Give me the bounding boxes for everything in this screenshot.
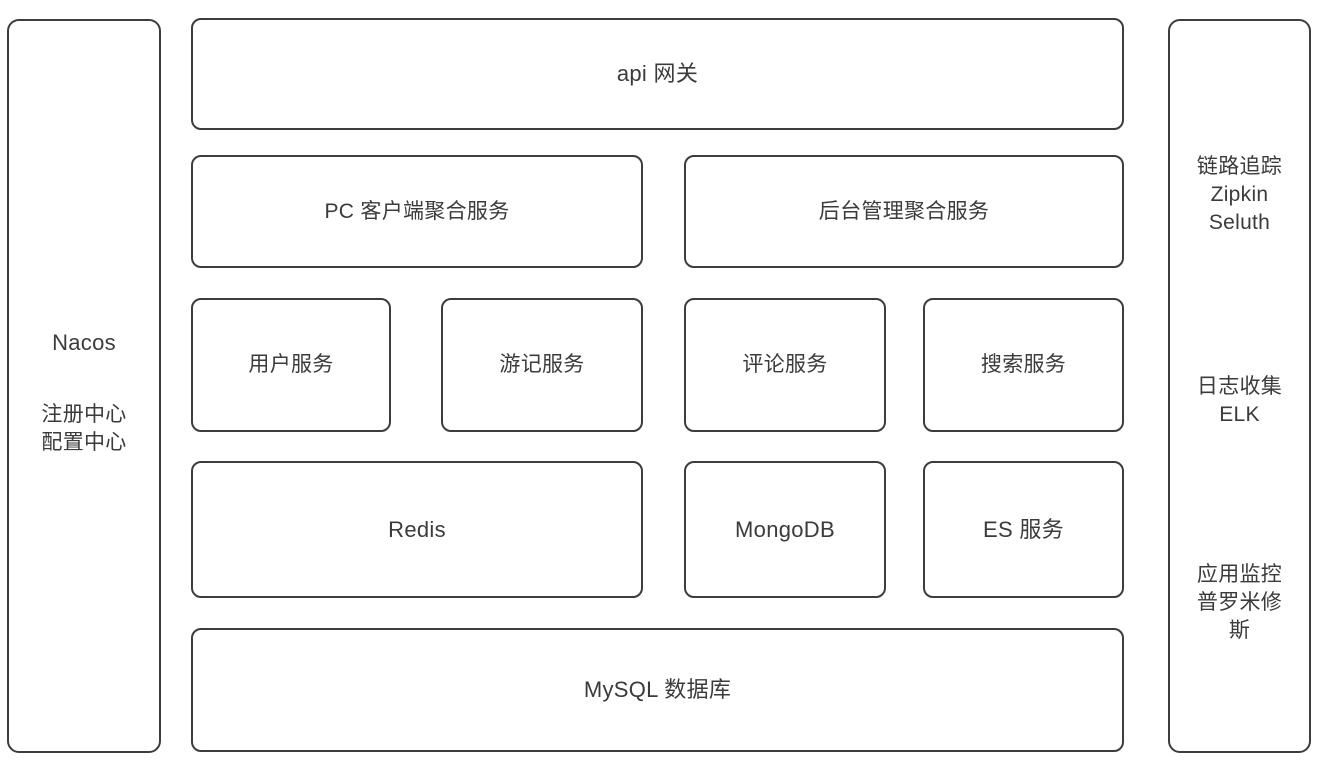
node-es-service[interactable]: ES 服务 (923, 461, 1124, 598)
nacos-subtitle: 注册中心 配置中心 (41, 403, 127, 454)
nacos-title: Nacos (52, 330, 116, 355)
node-comment-service[interactable]: 评论服务 (684, 298, 886, 432)
node-pc-client-aggregation-service[interactable]: PC 客户端聚合服务 (191, 155, 643, 268)
logging-block: 日志收集 ELK (1196, 375, 1283, 426)
node-mysql-database[interactable]: MySQL 数据库 (191, 628, 1124, 752)
node-search-service[interactable]: 搜索服务 (923, 298, 1124, 432)
tracing-block: 链路追踪 Zipkin Seluth (1196, 155, 1283, 234)
node-api-gateway[interactable]: api 网关 (191, 18, 1124, 130)
node-user-service[interactable]: 用户服务 (191, 298, 391, 432)
node-mongodb[interactable]: MongoDB (684, 461, 886, 598)
observability-sidebar[interactable]: 链路追踪 Zipkin Seluth 日志收集 ELK 应用监控 普罗米修 斯 (1168, 19, 1311, 753)
monitoring-block: 应用监控 普罗米修 斯 (1196, 563, 1283, 642)
registry-sidebar-nacos[interactable]: Nacos 注册中心 配置中心 (7, 19, 161, 753)
node-redis[interactable]: Redis (191, 461, 643, 598)
node-admin-aggregation-service[interactable]: 后台管理聚合服务 (684, 155, 1124, 268)
node-travelnote-service[interactable]: 游记服务 (441, 298, 643, 432)
